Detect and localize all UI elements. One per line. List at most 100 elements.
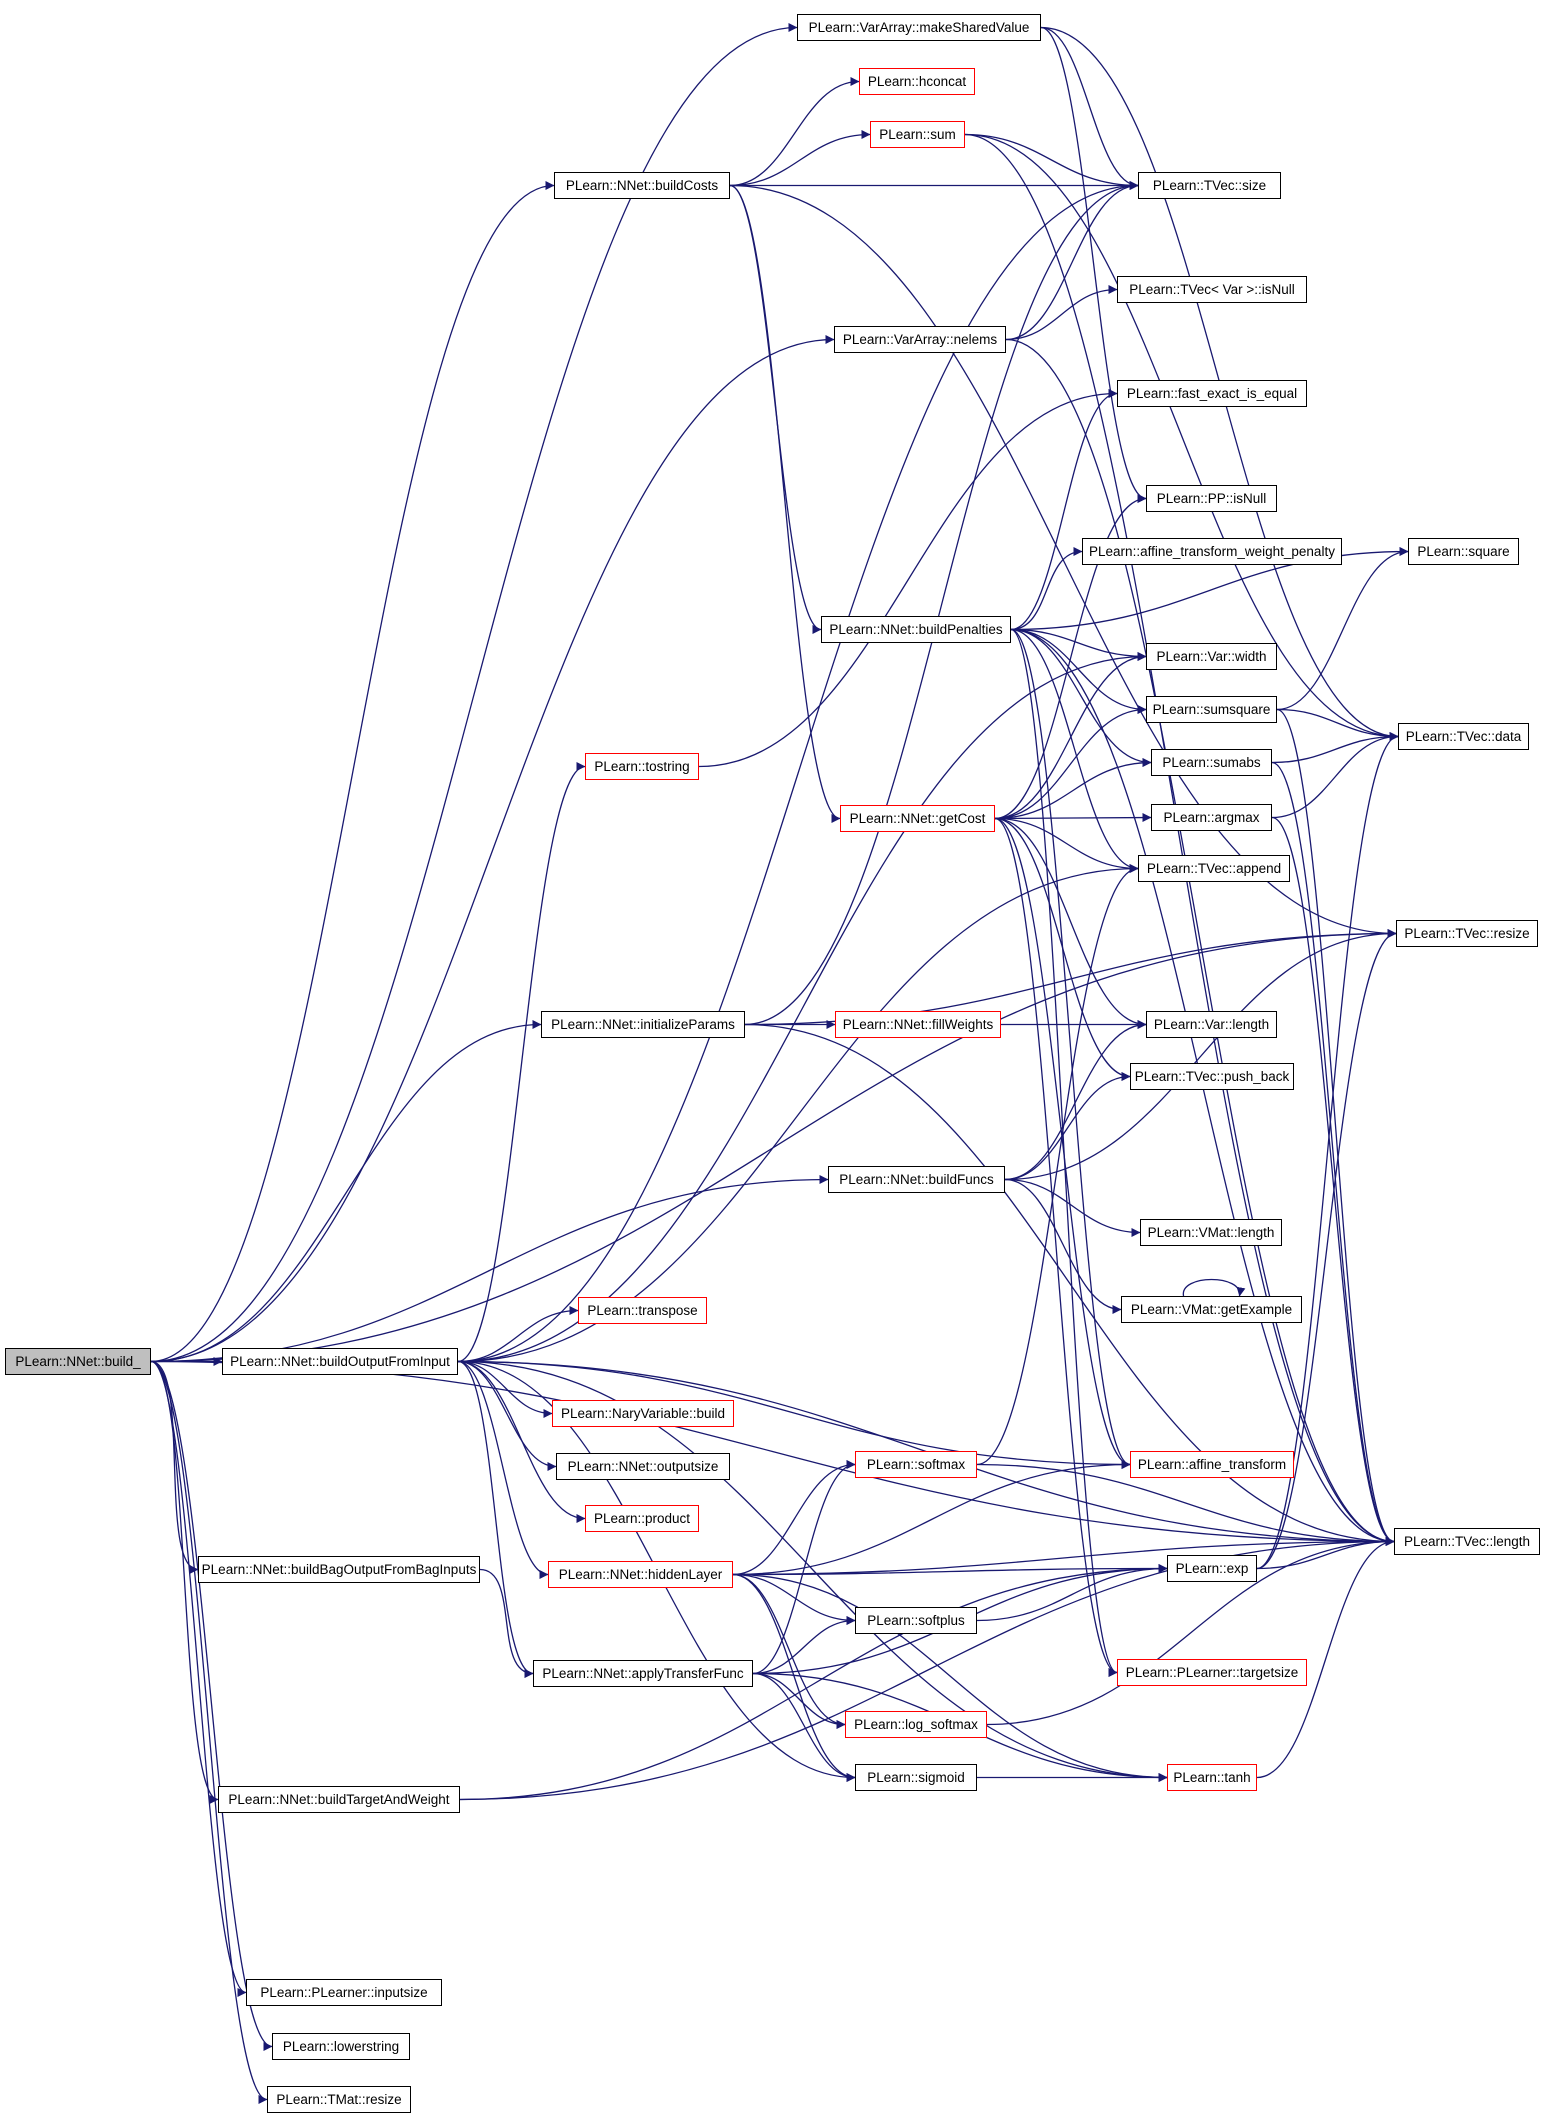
call-edge-getCost-to-tvecAppend (994, 817, 1139, 873)
node-tvec-append[interactable]: PLearn::TVec::append (1138, 855, 1290, 882)
call-edge-getCost-to-sumsquare (994, 705, 1147, 820)
call-edge-tostring-to-fastExact (698, 389, 1118, 768)
call-edge-applyTransfer-to-softplus (752, 1616, 856, 1675)
call-edge-buildPenalties-to-affWeightPen (1010, 547, 1083, 631)
call-edge-build-to-buildCosts (150, 181, 555, 1363)
node-sumsquare[interactable]: PLearn::sumsquare (1146, 696, 1277, 723)
node-nnet-buildbagoutputfrombaginputs[interactable]: PLearn::NNet::buildBagOutputFromBagInput… (198, 1556, 480, 1583)
node-nnet-buildtargetandweight[interactable]: PLearn::NNet::buildTargetAndWeight (218, 1786, 460, 1813)
call-edge-makeSharedValue-to-ppIsNull (1040, 26, 1147, 503)
node-tanh[interactable]: PLearn::tanh (1167, 1764, 1257, 1791)
call-edge-logSoftmax-to-tvecLength (986, 1537, 1395, 1726)
call-edge-getCost-to-argmax (994, 813, 1152, 823)
node-tvec-length[interactable]: PLearn::TVec::length (1394, 1528, 1540, 1555)
call-edge-buildOutput-to-tanh (457, 1360, 1168, 1782)
call-edge-exp-to-tvecLength (1256, 1537, 1395, 1570)
node-nnet-applytransferfunc[interactable]: PLearn::NNet::applyTransferFunc (533, 1660, 753, 1687)
call-edge-bagOutput-to-applyTransfer (479, 1568, 534, 1678)
node-tvec-resize[interactable]: PLearn::TVec::resize (1396, 920, 1538, 947)
node-tmat-resize[interactable]: PLearn::TMat::resize (267, 2086, 411, 2113)
call-edge-buildPenalties-to-affineTransform (1010, 628, 1131, 1469)
call-edge-getCost-to-varWidth (994, 652, 1147, 820)
node-pp-isnull[interactable]: PLearn::PP::isNull (1146, 485, 1277, 512)
call-edge-softmax-to-tvecLength (976, 1463, 1395, 1546)
node-vmat-length[interactable]: PLearn::VMat::length (1140, 1219, 1282, 1246)
node-nnet-buildfuncs[interactable]: PLearn::NNet::buildFuncs (828, 1166, 1005, 1193)
call-edge-buildOutput-to-hiddenLayer (457, 1360, 549, 1579)
node-transpose[interactable]: PLearn::transpose (578, 1297, 707, 1324)
call-edge-build-to-bagOutput (150, 1360, 199, 1574)
node-nnet-buildpenalties[interactable]: PLearn::NNet::buildPenalties (821, 616, 1011, 643)
node-var-length[interactable]: PLearn::Var::length (1146, 1011, 1277, 1038)
node-nnet-fillweights[interactable]: PLearn::NNet::fillWeights (835, 1011, 1001, 1038)
node-affine-transform-weight-penalty[interactable]: PLearn::affine_transform_weight_penalty (1082, 538, 1342, 565)
node-sum[interactable]: PLearn::sum (870, 121, 965, 148)
node-vararray-makesharedvalue[interactable]: PLearn::VarArray::makeSharedValue (797, 14, 1041, 41)
call-edge-sumsquare-to-tvecData (1276, 708, 1399, 741)
call-edge-buildPenalties-to-sumsquare (1010, 628, 1147, 714)
call-edge-sumsquare-to-tvecLength (1276, 708, 1395, 1546)
call-edge-build-to-inputsize (150, 1360, 247, 1997)
node-sumabs[interactable]: PLearn::sumabs (1151, 749, 1272, 776)
node-nnet-outputsize[interactable]: PLearn::NNet::outputsize (556, 1453, 730, 1480)
call-edge-argmax-to-tvecData (1271, 732, 1399, 819)
node-sigmoid[interactable]: PLearn::sigmoid (855, 1764, 977, 1791)
node-fast-exact-is-equal[interactable]: PLearn::fast_exact_is_equal (1117, 380, 1307, 407)
call-edge-getExample-to-getExample (1182, 1278, 1246, 1297)
call-edge-applyTransfer-to-sigmoid (752, 1672, 856, 1782)
call-edge-buildFuncs-to-varLength (1004, 1020, 1147, 1181)
node-nnet-build[interactable]: PLearn::NNet::build_ (5, 1348, 151, 1375)
call-edge-softmax-to-tvecAppend (976, 864, 1139, 1466)
node-nnet-buildcosts[interactable]: PLearn::NNet::buildCosts (554, 172, 730, 199)
node-tvec-data[interactable]: PLearn::TVec::data (1398, 723, 1529, 750)
call-edge-buildFuncs-to-getExample (1004, 1178, 1122, 1314)
call-edge-sum-to-tvecLength (964, 133, 1395, 1546)
node-nnet-buildoutputfrominput[interactable]: PLearn::NNet::buildOutputFromInput (222, 1348, 458, 1375)
node-log-softmax[interactable]: PLearn::log_softmax (845, 1711, 987, 1738)
call-edge-nelems-to-tvecLength (1005, 338, 1395, 1546)
call-edge-getCost-to-pushBack (994, 817, 1131, 1081)
call-edge-hiddenLayer-to-sigmoid (732, 1573, 856, 1782)
call-edge-build-to-makeSharedValue (150, 23, 798, 1363)
call-edge-buildCosts-to-getCost (729, 184, 841, 823)
node-plearner-inputsize[interactable]: PLearn::PLearner::inputsize (246, 1979, 442, 2006)
node-softplus[interactable]: PLearn::softplus (855, 1607, 977, 1634)
node-tvec-var-isnull[interactable]: PLearn::TVec< Var >::isNull (1117, 276, 1307, 303)
node-tvec-push-back[interactable]: PLearn::TVec::push_back (1130, 1063, 1294, 1090)
node-vmat-getexample[interactable]: PLearn::VMat::getExample (1121, 1296, 1302, 1323)
node-vararray-nelems[interactable]: PLearn::VarArray::nelems (834, 326, 1006, 353)
node-softmax[interactable]: PLearn::softmax (855, 1451, 977, 1478)
call-edge-getCost-to-sumabs (994, 758, 1152, 820)
call-edge-exp-to-tvecResize (1256, 929, 1397, 1570)
call-edge-buildPenalties-to-fastExact (1010, 389, 1118, 631)
node-tvec-size[interactable]: PLearn::TVec::size (1138, 172, 1281, 199)
call-edge-buildOutput-to-affineTransform (457, 1360, 1131, 1469)
call-edge-buildOutput-to-tostring (457, 762, 586, 1363)
call-edge-buildFuncs-to-pushBack (1004, 1072, 1131, 1181)
call-edge-buildPenalties-to-varWidth (1010, 628, 1147, 661)
node-product[interactable]: PLearn::product (585, 1505, 699, 1532)
call-edge-hiddenLayer-to-softmax (732, 1460, 856, 1576)
node-var-width[interactable]: PLearn::Var::width (1146, 643, 1277, 670)
node-plearner-targetsize[interactable]: PLearn::PLearner::targetsize (1117, 1659, 1307, 1686)
node-nnet-initializeparams[interactable]: PLearn::NNet::initializeParams (541, 1011, 745, 1038)
call-edge-nelems-to-tvecIsNull (1005, 285, 1118, 341)
node-square[interactable]: PLearn::square (1408, 538, 1519, 565)
node-argmax[interactable]: PLearn::argmax (1151, 804, 1272, 831)
call-edge-buildOutput-to-tvecAppend (457, 864, 1139, 1363)
call-edge-buildFuncs-to-vmatLength (1004, 1178, 1141, 1237)
node-exp[interactable]: PLearn::exp (1167, 1555, 1257, 1582)
node-nnet-hiddenlayer[interactable]: PLearn::NNet::hiddenLayer (548, 1561, 733, 1588)
call-edge-buildOutput-to-applyTransfer (457, 1360, 534, 1678)
call-edge-applyTransfer-to-logSoftmax (752, 1672, 846, 1729)
node-hconcat[interactable]: PLearn::hconcat (859, 68, 975, 95)
call-edge-getCost-to-varLength (994, 817, 1147, 1029)
call-edge-buildOutput-to-naryBuild (457, 1360, 553, 1418)
call-edge-getCost-to-targetsize (994, 817, 1118, 1677)
node-nnet-getcost[interactable]: PLearn::NNet::getCost (840, 805, 995, 832)
node-tostring[interactable]: PLearn::tostring (585, 753, 699, 780)
node-naryvariable-build[interactable]: PLearn::NaryVariable::build (552, 1400, 734, 1427)
node-affine-transform[interactable]: PLearn::affine_transform (1130, 1451, 1294, 1478)
node-lowerstring[interactable]: PLearn::lowerstring (272, 2033, 410, 2060)
